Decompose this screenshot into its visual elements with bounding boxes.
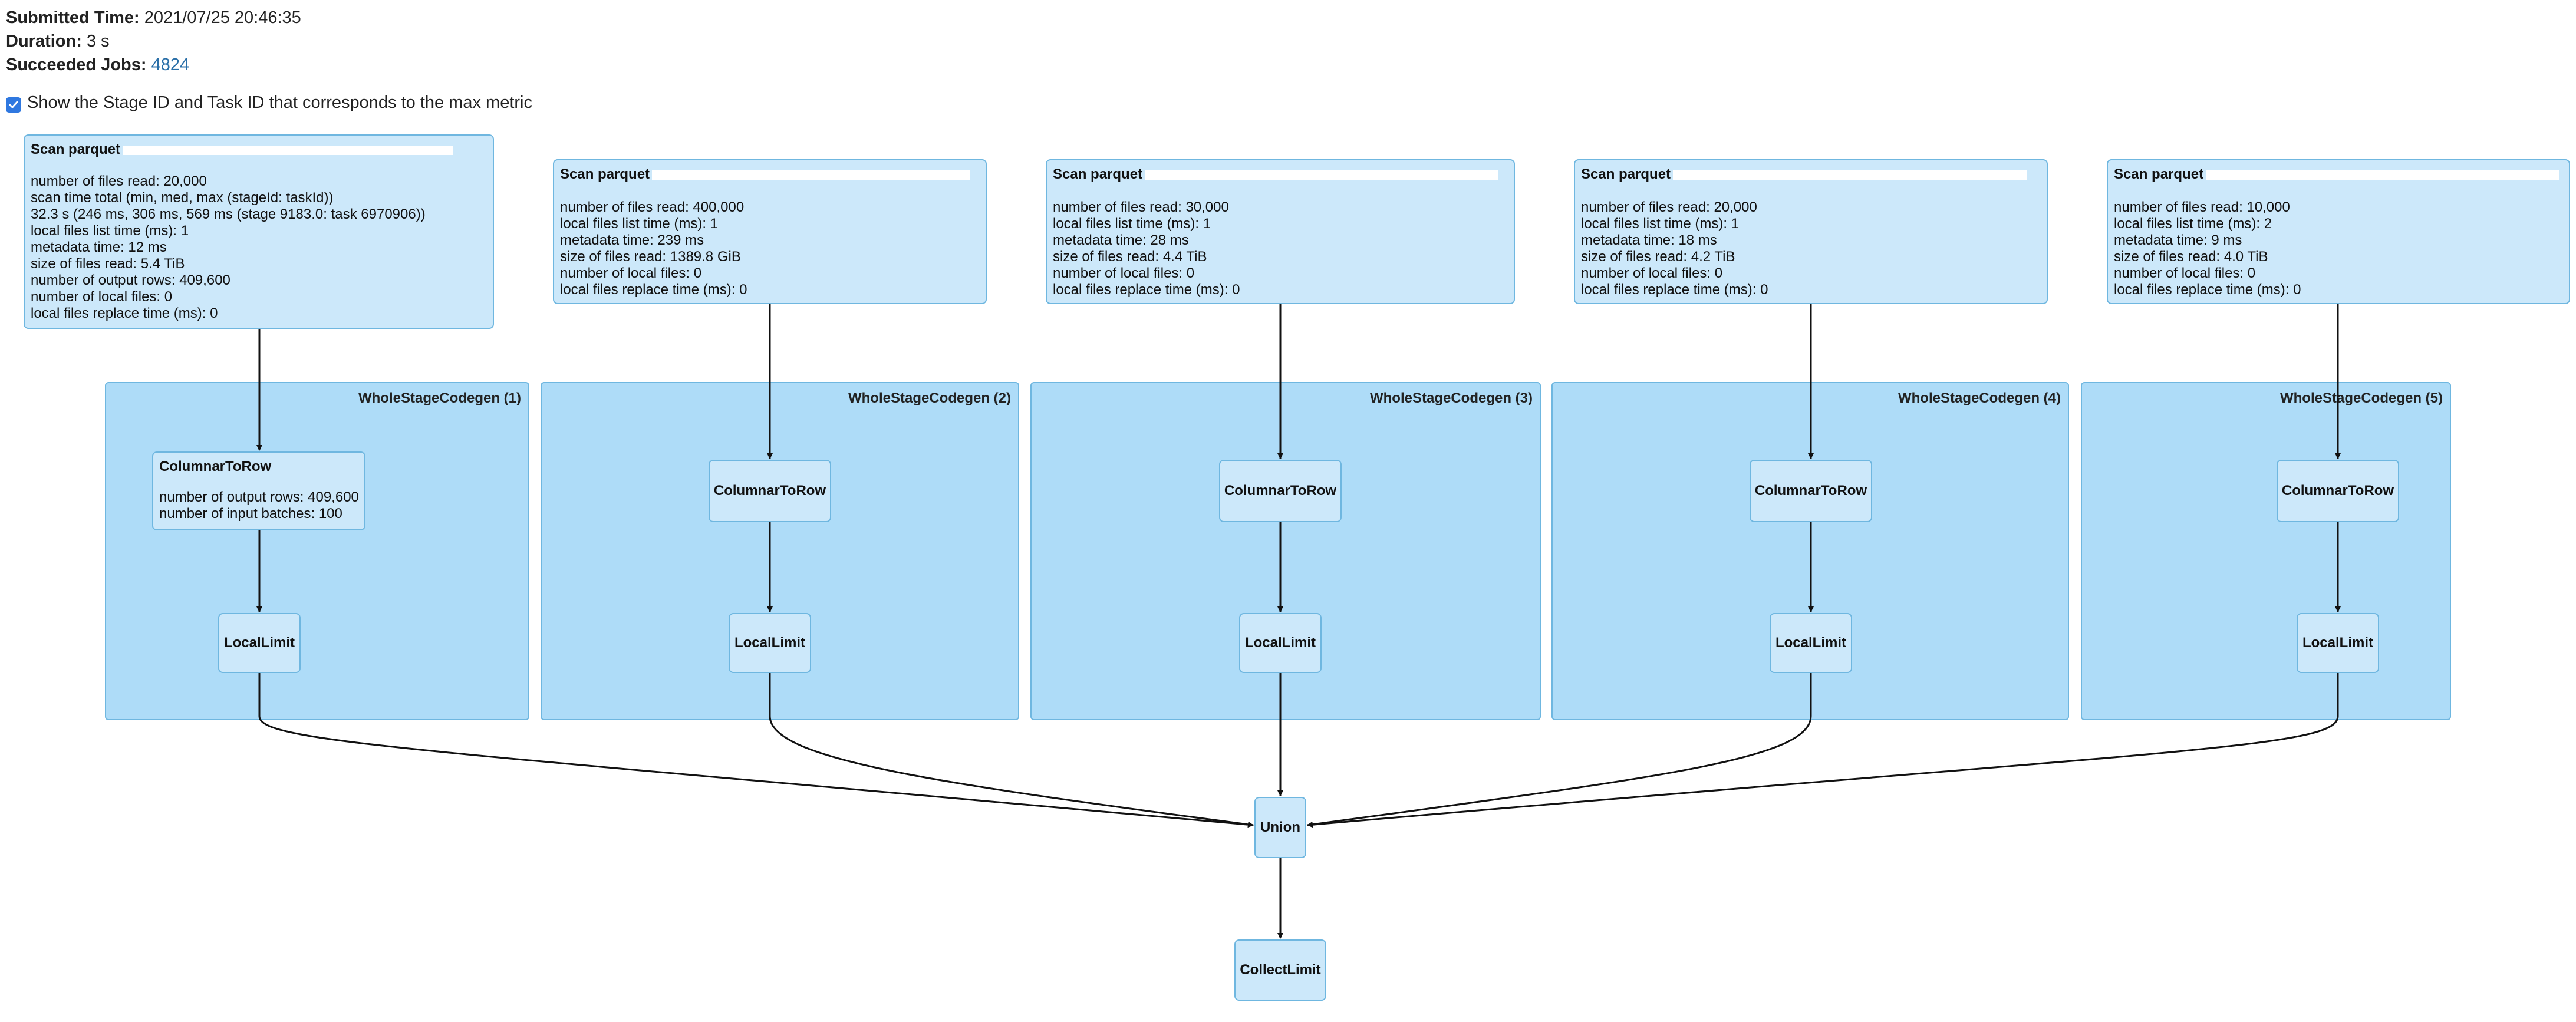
scan-parquet-node-5[interactable]: Scan parquet number of files read: 10,00… [2107, 159, 2570, 304]
codegen-cluster-label: WholeStageCodegen (1) [358, 390, 521, 406]
scan-title: Scan parquet [1581, 166, 1671, 182]
local-limit-title: LocalLimit [734, 635, 805, 651]
metric: size of files read: 4.2 TiB [1581, 249, 1735, 265]
union-node[interactable]: Union [1254, 797, 1306, 858]
metric: size of files read: 5.4 TiB [31, 256, 185, 272]
succeeded-jobs: Succeeded Jobs: 4824 [6, 54, 189, 75]
metric: metadata time: 12 ms [31, 239, 167, 255]
checkmark-icon [9, 101, 18, 108]
show-max-metric-label: Show the Stage ID and Task ID that corre… [27, 93, 533, 112]
metric: local files replace time (ms): 0 [1053, 282, 1240, 298]
codegen-cluster-label: WholeStageCodegen (2) [848, 390, 1011, 406]
scan-title: Scan parquet [2114, 166, 2204, 182]
codegen-cluster-label: WholeStageCodegen (4) [1898, 390, 2061, 406]
scan-title: Scan parquet [560, 166, 650, 182]
scan-title: Scan parquet [31, 141, 121, 157]
columnar-title: ColumnarToRow [713, 483, 826, 499]
codegen-cluster-1[interactable]: WholeStageCodegen (1) [105, 382, 529, 720]
metric: number of local files: 0 [2114, 265, 2256, 281]
metric: local files list time (ms): 1 [1581, 216, 1740, 232]
duration-label: Duration: [6, 32, 82, 51]
collect-limit-node[interactable]: CollectLimit [1234, 939, 1326, 1001]
local-limit-node-4[interactable]: LocalLimit [1770, 613, 1852, 673]
columnar-to-row-node-2[interactable]: ColumnarToRow [709, 460, 831, 522]
metric: number of input batches: 100 [159, 506, 342, 522]
metric: local files list time (ms): 1 [560, 216, 719, 232]
metric: local files list time (ms): 2 [2114, 216, 2272, 232]
scan-title: Scan parquet [1053, 166, 1143, 182]
codegen-cluster-label: WholeStageCodegen (5) [2279, 390, 2443, 406]
metric: local files list time (ms): 1 [1053, 216, 1211, 232]
succeeded-jobs-label: Succeeded Jobs: [6, 55, 147, 74]
metric: metadata time: 239 ms [560, 232, 704, 248]
scan-parquet-node-2[interactable]: Scan parquet number of files read: 400,0… [553, 159, 987, 304]
metric: number of files read: 30,000 [1053, 199, 1229, 215]
columnar-to-row-node-1[interactable]: ColumnarToRow number of output rows: 409… [152, 451, 365, 530]
metric: size of files read: 4.0 TiB [2114, 249, 2268, 265]
columnar-to-row-node-5[interactable]: ColumnarToRow [2277, 460, 2399, 522]
metric: 32.3 s (246 ms, 306 ms, 569 ms (stage 91… [31, 206, 426, 222]
scan-metrics: number of files read: 20,000 local files… [1581, 199, 1768, 298]
columnar-title: ColumnarToRow [1224, 483, 1337, 499]
metric: number of files read: 20,000 [31, 173, 207, 189]
scan-parquet-node-1[interactable]: Scan parquet number of files read: 20,00… [24, 134, 494, 329]
local-limit-node-2[interactable]: LocalLimit [729, 613, 811, 673]
metric: local files replace time (ms): 0 [2114, 282, 2301, 298]
submitted-time-value: 2021/07/25 20:46:35 [144, 8, 301, 27]
metric: metadata time: 28 ms [1053, 232, 1189, 248]
metric: number of files read: 20,000 [1581, 199, 1757, 215]
metric: local files replace time (ms): 0 [31, 305, 218, 321]
metric: scan time total (min, med, max (stageId:… [31, 190, 334, 206]
metric: metadata time: 9 ms [2114, 232, 2242, 248]
codegen-cluster-5[interactable]: WholeStageCodegen (5) [2081, 382, 2451, 720]
union-title: Union [1260, 819, 1300, 835]
metric: local files replace time (ms): 0 [1581, 282, 1768, 298]
local-limit-node-1[interactable]: LocalLimit [218, 613, 301, 673]
metric: number of local files: 0 [560, 265, 702, 281]
codegen-cluster-label: WholeStageCodegen (3) [1369, 390, 1533, 406]
columnar-to-row-node-4[interactable]: ColumnarToRow [1750, 460, 1872, 522]
metric: local files list time (ms): 1 [31, 223, 189, 239]
local-limit-title: LocalLimit [223, 635, 295, 651]
duration-value: 3 s [86, 32, 110, 51]
scan-parquet-node-4[interactable]: Scan parquet number of files read: 20,00… [1574, 159, 2048, 304]
columnar-title: ColumnarToRow [159, 459, 272, 474]
metric: number of local files: 0 [31, 289, 173, 305]
duration: Duration: 3 s [6, 31, 110, 52]
local-limit-node-5[interactable]: LocalLimit [2297, 613, 2379, 673]
scan-metrics: number of files read: 10,000 local files… [2114, 199, 2301, 298]
scan-parquet-node-3[interactable]: Scan parquet number of files read: 30,00… [1046, 159, 1515, 304]
columnar-metrics: number of output rows: 409,600 number of… [159, 489, 359, 522]
columnar-title: ColumnarToRow [2281, 483, 2394, 499]
metric: number of output rows: 409,600 [159, 489, 359, 505]
scan-metrics: number of files read: 20,000 scan time t… [31, 173, 426, 322]
metric: number of output rows: 409,600 [31, 272, 230, 288]
show-max-metric-checkbox[interactable] [6, 97, 21, 113]
metric: number of local files: 0 [1581, 265, 1723, 281]
metric: number of local files: 0 [1053, 265, 1195, 281]
local-limit-title: LocalLimit [2302, 635, 2373, 651]
metric: number of files read: 400,000 [560, 199, 745, 215]
scan-metrics: number of files read: 400,000 local file… [560, 199, 747, 298]
local-limit-node-3[interactable]: LocalLimit [1239, 613, 1322, 673]
columnar-title: ColumnarToRow [1754, 483, 1867, 499]
metric: number of files read: 10,000 [2114, 199, 2290, 215]
job-link[interactable]: 4824 [151, 55, 190, 74]
local-limit-title: LocalLimit [1244, 635, 1316, 651]
submitted-time-label: Submitted Time: [6, 8, 140, 27]
metric: size of files read: 4.4 TiB [1053, 249, 1207, 265]
collect-limit-title: CollectLimit [1240, 962, 1321, 978]
metric: metadata time: 18 ms [1581, 232, 1717, 248]
metric: local files replace time (ms): 0 [560, 282, 747, 298]
metric: size of files read: 1389.8 GiB [560, 249, 741, 265]
submitted-time: Submitted Time: 2021/07/25 20:46:35 [6, 7, 301, 28]
columnar-to-row-node-3[interactable]: ColumnarToRow [1219, 460, 1342, 522]
show-max-metric-option: Show the Stage ID and Task ID that corre… [6, 93, 532, 113]
scan-metrics: number of files read: 30,000 local files… [1053, 199, 1240, 298]
local-limit-title: LocalLimit [1775, 635, 1846, 651]
